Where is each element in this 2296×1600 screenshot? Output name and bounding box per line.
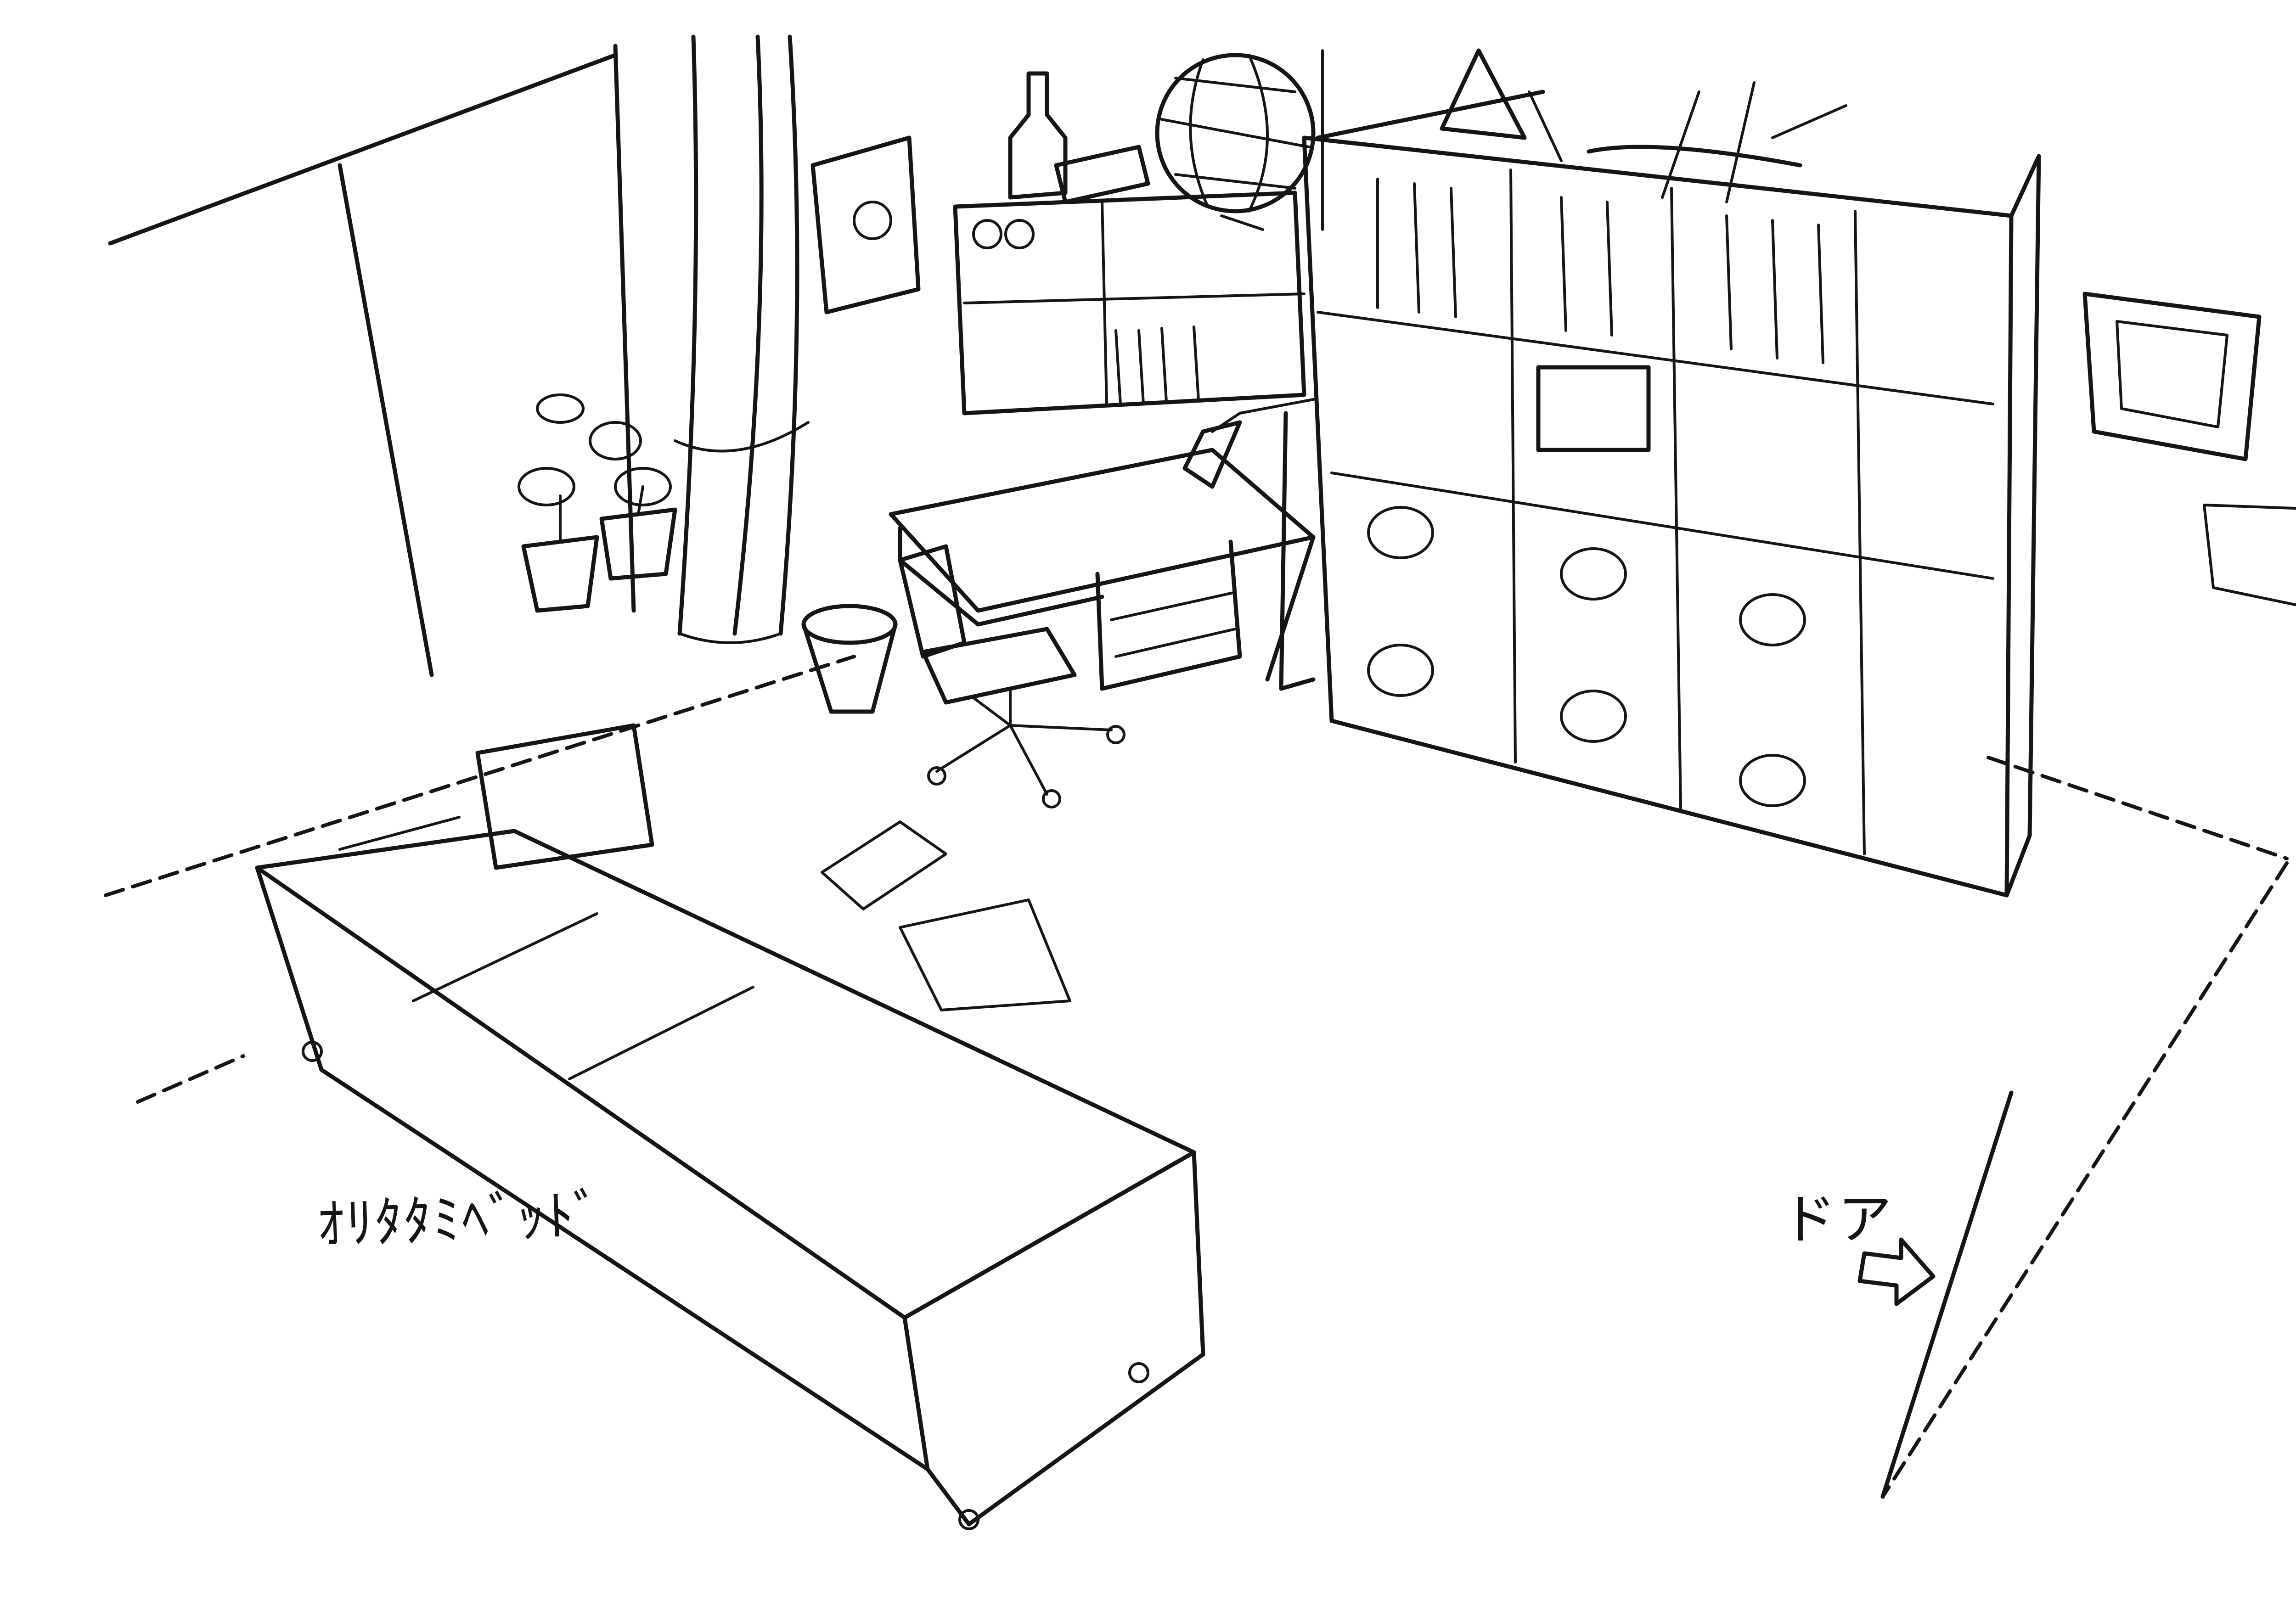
curtain <box>674 34 810 644</box>
room-walls <box>104 44 2289 1499</box>
floor-items <box>821 820 1071 1011</box>
books-stack <box>1054 145 1150 204</box>
wastebasket <box>801 604 898 714</box>
office-chair <box>898 544 1125 808</box>
folding-bed-label: ｵﾘﾀﾀﾐﾍﾞｯﾄﾞ <box>316 1183 604 1256</box>
door-label: ドア <box>1782 1188 1894 1251</box>
folding-bed <box>255 723 1205 1530</box>
bottle <box>1008 71 1068 200</box>
wall-pictures <box>810 135 2296 606</box>
pyramid-model <box>1440 48 1527 140</box>
model-airplane <box>1587 81 1847 203</box>
globe <box>1155 49 1324 231</box>
desk <box>889 191 1316 691</box>
desk-lamp <box>1182 398 1315 489</box>
potted-plants <box>518 393 677 613</box>
arrow-right-icon <box>1857 1237 1936 1306</box>
bookshelf <box>1302 135 2041 898</box>
